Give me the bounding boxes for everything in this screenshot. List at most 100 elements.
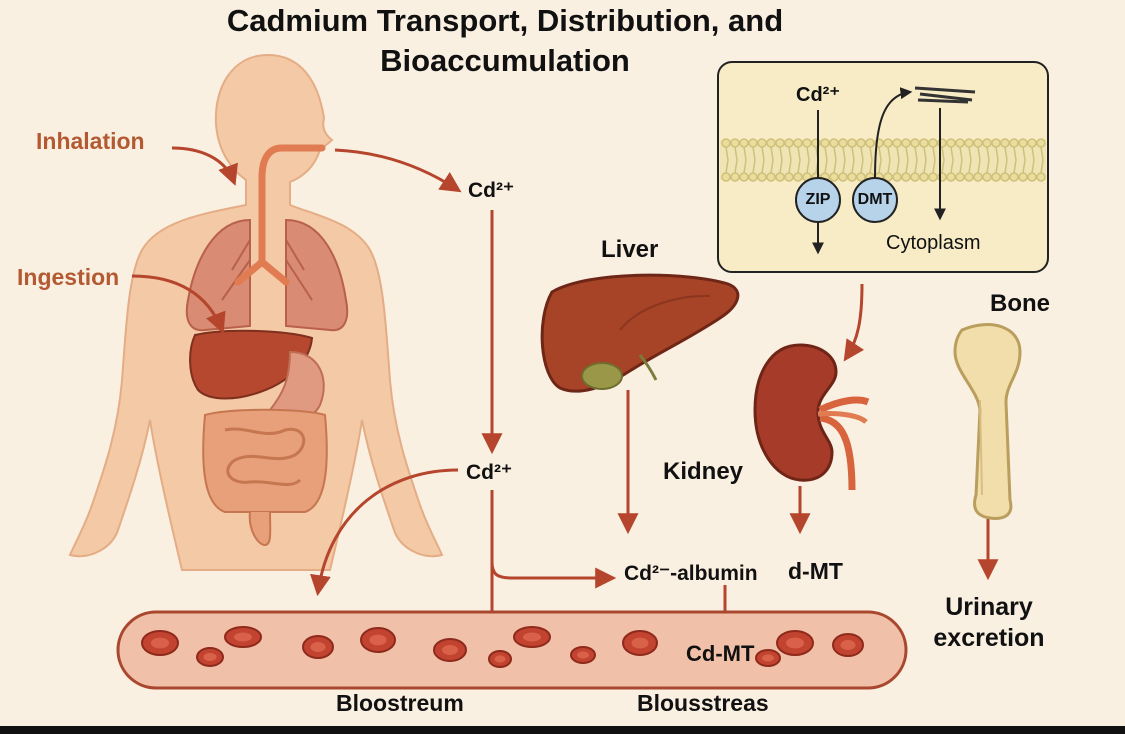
lipid-head (739, 172, 749, 182)
lipid-head (1018, 138, 1028, 148)
lipid-head (838, 172, 848, 182)
lipid-head (991, 138, 1001, 148)
lipid-head (910, 172, 920, 182)
lipid-head (1027, 172, 1037, 182)
lipid-head (901, 138, 911, 148)
intestines (202, 408, 328, 547)
cell-to-kidney-arrow (843, 283, 865, 362)
lipid-head (757, 138, 767, 148)
lipid-head (910, 138, 920, 148)
dmt-arrow (874, 87, 913, 179)
zip-label: ZIP (805, 191, 831, 208)
lipid-head (1009, 138, 1019, 148)
lipid-head (784, 172, 794, 182)
lipid-bilayer (720, 138, 1046, 182)
lipid-head (892, 172, 902, 182)
body-liver (189, 329, 314, 400)
zip-transporter (795, 177, 841, 223)
lipid-head (973, 172, 983, 182)
bloodstream-label-right: Blousstreas (637, 690, 769, 716)
lipid-head (730, 172, 740, 182)
lipid-head (721, 138, 731, 148)
lipid-head (964, 138, 974, 148)
lipid-head (757, 172, 767, 182)
lipid-head (820, 138, 830, 148)
inhalation-label: Inhalation (36, 128, 145, 154)
bloodstream-vessel (116, 610, 908, 690)
lipid-head (721, 172, 731, 182)
cell-cd-ion: Cd²⁺ (796, 84, 840, 106)
lipid-head (775, 172, 785, 182)
liver-label: Liver (601, 236, 659, 263)
lipid-head (1036, 172, 1046, 182)
ingestion-label: Ingestion (17, 264, 120, 290)
lipid-head (946, 172, 956, 182)
cell-inset (717, 61, 1049, 273)
lipid-head (766, 138, 776, 148)
lipid-head (829, 138, 839, 148)
lipid-head (856, 172, 866, 182)
human-body-figure (68, 53, 444, 571)
urinary-excretion-label: Urinary excretion (933, 593, 1045, 653)
cd-mt-right-label: d-MT (788, 558, 843, 584)
efflux-marks (914, 86, 976, 104)
lipid-head (928, 172, 938, 182)
lipid-head (838, 138, 848, 148)
lipid-head (982, 138, 992, 148)
kidney-label: Kidney (663, 458, 744, 485)
title-line-1: Cadmium Transport, Distribution, and (226, 3, 784, 38)
cd-ion-top: Cd²⁺ (468, 179, 515, 202)
lipid-head (928, 138, 938, 148)
gallbladder (581, 362, 623, 390)
lipid-head (847, 172, 857, 182)
lipid-head (748, 172, 758, 182)
cd-ion-middle: Cd²⁺ (466, 461, 513, 484)
lungs (185, 218, 349, 332)
lipid-head (847, 138, 857, 148)
lung-right (285, 218, 349, 332)
cd-mt-vessel-label: Cd-MT (686, 641, 755, 666)
bone-label: Bone (990, 290, 1050, 317)
lipid-head (973, 138, 983, 148)
lipid-head (766, 172, 776, 182)
ingestion-arrow (131, 274, 226, 334)
lipid-head (1018, 172, 1028, 182)
cd-to-bloodstream-arrow (310, 468, 459, 597)
liver-organ (540, 273, 740, 393)
lipid-head (1000, 172, 1010, 182)
cd-albumin-label: Cd²⁻-albumin (624, 562, 758, 585)
lipid-head (1000, 138, 1010, 148)
lipid-head (919, 138, 929, 148)
cytoplasm-label: Cytoplasm (886, 232, 981, 254)
lipid-head (982, 172, 992, 182)
lipid-head (730, 138, 740, 148)
exhaled-to-cd-arrow (334, 148, 462, 193)
lipid-head (802, 138, 812, 148)
lipid-head (748, 138, 758, 148)
lipid-head (901, 172, 911, 182)
lipid-head (919, 172, 929, 182)
lipid-head (964, 172, 974, 182)
lipid-head (856, 138, 866, 148)
lipid-head (1027, 138, 1037, 148)
lipid-head (793, 138, 803, 148)
dmt-transporter (852, 177, 898, 223)
lipid-head (1009, 172, 1019, 182)
title-line-2: Bioaccumulation (380, 43, 630, 78)
lipid-head (784, 138, 794, 148)
bottom-border (0, 726, 1125, 734)
lipid-head (883, 138, 893, 148)
kidney-organ (753, 343, 870, 491)
cd-to-albumin-arrow (490, 561, 617, 589)
lipid-head (775, 138, 785, 148)
inhalation-arrow (171, 146, 238, 186)
lipid-head (955, 172, 965, 182)
lung-left (185, 218, 251, 332)
bone-organ (953, 323, 1022, 520)
trachea (234, 144, 326, 286)
lipid-head (739, 138, 749, 148)
lipid-head (1036, 138, 1046, 148)
lipid-head (892, 138, 902, 148)
